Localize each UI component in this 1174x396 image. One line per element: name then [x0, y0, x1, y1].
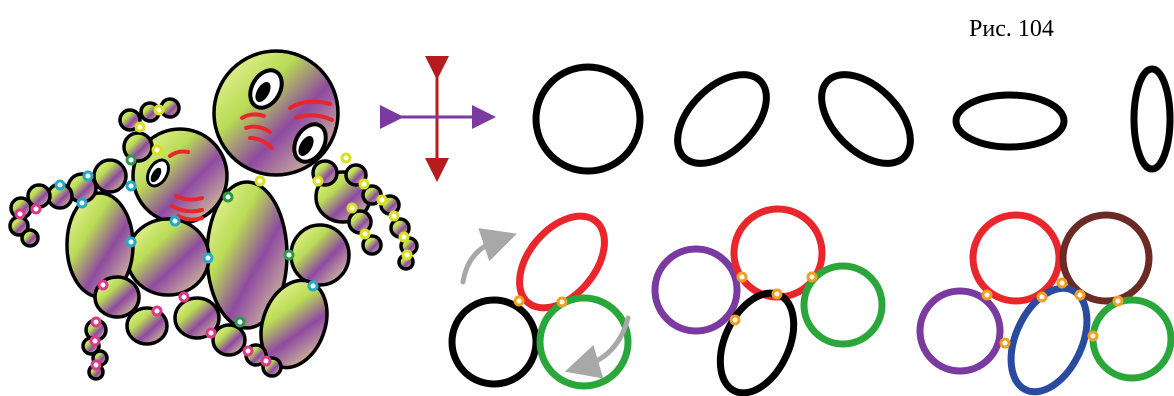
shape-ellipse-tilt-left: [805, 58, 927, 180]
shape-circle: [536, 67, 640, 171]
shape-ellipse-horizontal: [956, 95, 1064, 147]
shape-ellipse-tilt-right: [661, 58, 783, 180]
double-axis-arrow-icon: [392, 68, 484, 170]
linked-rings-group-2: [655, 209, 882, 396]
shape-ellipse-vertical: [1134, 69, 1170, 169]
linked-rings-group-3: [920, 215, 1171, 396]
body-right: [291, 225, 349, 285]
body-bottom-3: [213, 325, 245, 355]
ellipse-deformation-row: [536, 58, 1170, 180]
body-left: [127, 219, 209, 295]
